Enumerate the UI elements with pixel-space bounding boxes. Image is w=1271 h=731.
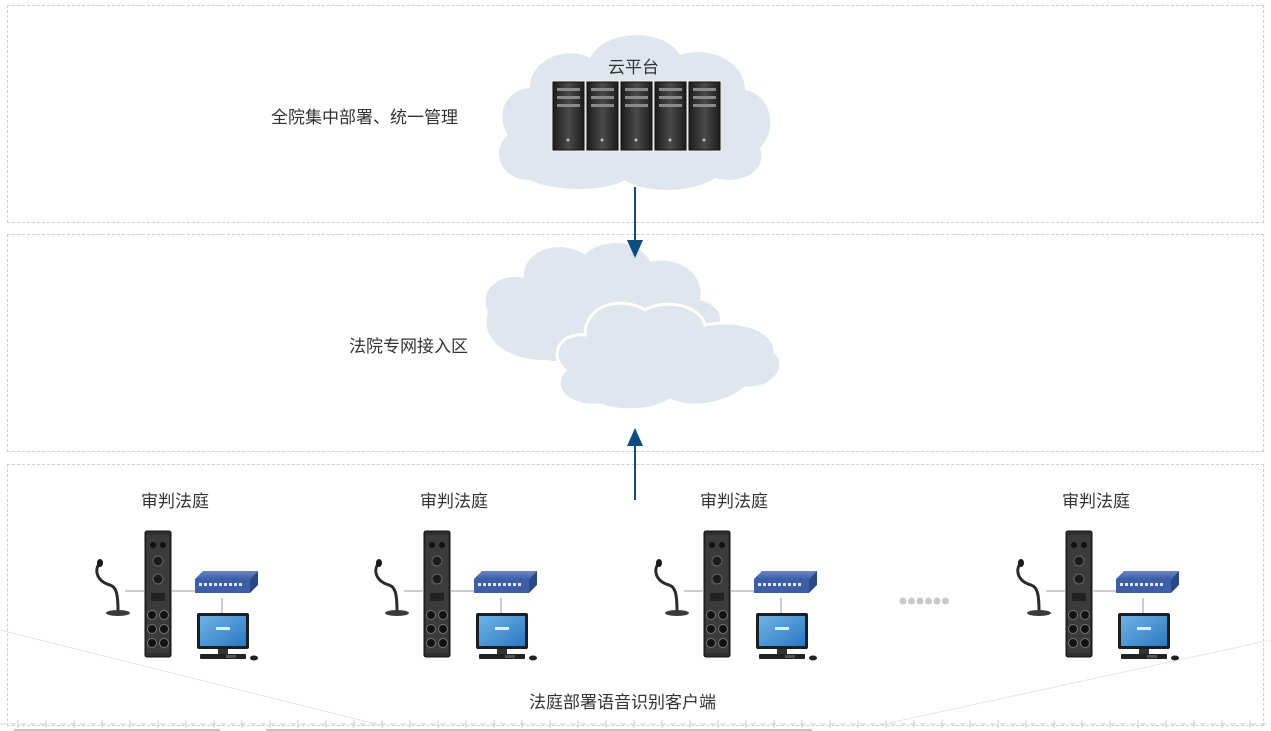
server-rack-icon [551, 80, 721, 152]
courtroom-2-equipment-icon [374, 529, 539, 662]
bottom-ruler [0, 720, 1271, 731]
central-management-label: 全院集中部署、统一管理 [271, 108, 458, 128]
more-courtrooms-ellipsis-icon [899, 597, 949, 605]
court-network-label: 法院专网接入区 [349, 337, 468, 357]
courts-deployment-label: 法庭部署语音识别客户端 [529, 693, 716, 713]
courtroom-1-equipment-icon [95, 529, 260, 662]
court-network-cloud-icon [485, 243, 783, 412]
courtroom-2-title: 审判法庭 [420, 492, 488, 512]
courtroom-4-title: 审判法庭 [1062, 492, 1130, 512]
arrow-up-to-network [627, 428, 643, 500]
courtroom-1-title: 审判法庭 [141, 492, 209, 512]
courtroom-3-equipment-icon [654, 529, 819, 662]
cloud-platform-label: 云平台 [608, 58, 659, 78]
courtroom-3-title: 审判法庭 [700, 492, 768, 512]
courtroom-4-equipment-icon [1016, 529, 1181, 662]
arrow-down-to-network [627, 187, 643, 258]
